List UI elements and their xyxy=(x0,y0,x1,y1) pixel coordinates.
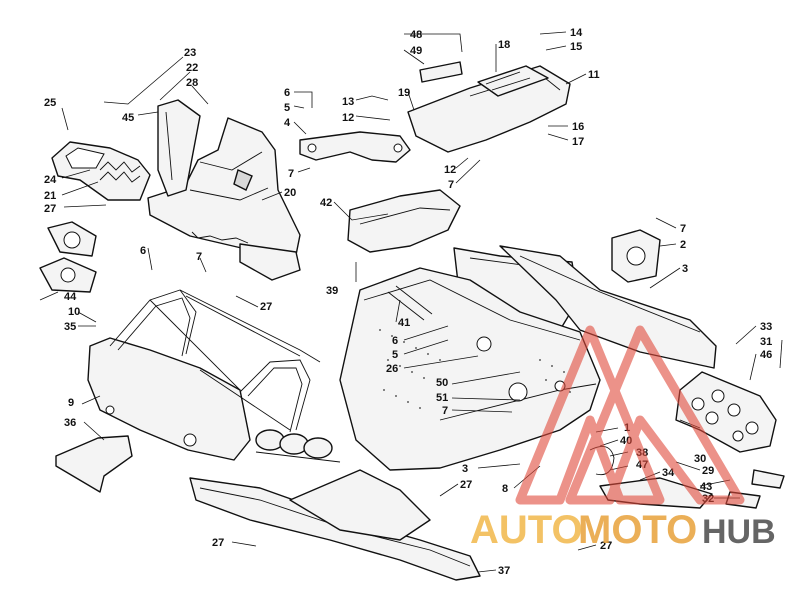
callout-48: 48 xyxy=(410,29,422,41)
callout-50: 50 xyxy=(436,377,448,389)
callout-15: 15 xyxy=(570,41,582,53)
callout-20: 20 xyxy=(284,187,296,199)
callout-41: 41 xyxy=(398,317,410,329)
watermark-triangle xyxy=(515,325,745,505)
callout-6a: 6 xyxy=(284,87,290,99)
callout-27c: 27 xyxy=(460,479,472,491)
watermark-moto: MOTO xyxy=(578,508,697,552)
callout-46: 46 xyxy=(760,349,772,361)
callout-26: 26 xyxy=(386,363,398,375)
leader-lines xyxy=(39,31,783,573)
callout-4: 4 xyxy=(284,117,291,129)
callout-37: 37 xyxy=(498,565,510,577)
callout-6b: 6 xyxy=(140,245,146,257)
callout-23: 23 xyxy=(184,47,196,59)
callout-27d: 27 xyxy=(212,537,224,549)
bracket-42 xyxy=(347,189,461,253)
handle-assembly xyxy=(51,141,151,201)
callout-17: 17 xyxy=(572,136,584,148)
callout-36: 36 xyxy=(64,417,76,429)
callout-5b: 5 xyxy=(392,349,398,361)
callout-13: 13 xyxy=(342,96,354,108)
callout-18: 18 xyxy=(498,39,510,51)
callout-24: 24 xyxy=(44,174,57,186)
front-frame xyxy=(87,289,341,463)
guard-36 xyxy=(55,435,133,493)
plate-44 xyxy=(39,221,97,293)
callout-9: 9 xyxy=(68,397,74,409)
callout-27b: 27 xyxy=(260,301,272,313)
callout-5a: 5 xyxy=(284,102,290,114)
watermark-auto: AUTO xyxy=(470,508,583,552)
bracket-22 xyxy=(157,99,201,197)
callout-14: 14 xyxy=(570,27,583,39)
callout-3b: 3 xyxy=(462,463,468,475)
callout-11: 11 xyxy=(588,69,600,81)
rear-plate-19 xyxy=(407,61,571,153)
callout-21: 21 xyxy=(44,190,56,202)
callout-7c: 7 xyxy=(680,223,686,235)
watermark-hub: HUB xyxy=(702,513,776,551)
callout-35: 35 xyxy=(64,321,76,333)
callout-30: 30 xyxy=(694,453,706,465)
callout-12a: 12 xyxy=(342,112,354,124)
watermark-logo: AUTO MOTO HUB xyxy=(470,325,776,552)
callout-7d: 7 xyxy=(196,251,202,263)
callout-27e: 27 xyxy=(600,540,612,552)
callout-45: 45 xyxy=(122,112,134,124)
callout-3a: 3 xyxy=(682,263,688,275)
hinge-bracket xyxy=(299,131,411,163)
callout-44: 44 xyxy=(64,291,77,303)
callout-28: 28 xyxy=(186,77,198,89)
callout-19: 19 xyxy=(398,87,410,99)
main-chassis xyxy=(189,245,717,581)
callout-22: 22 xyxy=(186,62,198,74)
callout-42: 42 xyxy=(320,197,332,209)
callout-25: 25 xyxy=(44,97,56,109)
callout-6c: 6 xyxy=(392,335,398,347)
callout-34: 34 xyxy=(662,467,675,479)
callout-27a: 27 xyxy=(44,203,56,215)
nose-cowl xyxy=(147,117,301,281)
callout-7a: 7 xyxy=(288,168,294,180)
callout-12b: 12 xyxy=(444,164,456,176)
callout-7e: 7 xyxy=(442,405,448,417)
callout-31: 31 xyxy=(760,336,772,348)
callout-43: 43 xyxy=(700,481,712,493)
plate-2 xyxy=(611,229,661,283)
callout-7b: 7 xyxy=(448,179,454,191)
callout-10: 10 xyxy=(68,306,80,318)
callout-8: 8 xyxy=(502,483,508,495)
callout-51: 51 xyxy=(436,392,448,404)
callout-2: 2 xyxy=(680,239,686,251)
callout-49: 49 xyxy=(410,45,422,57)
callouts: 23 22 28 25 45 24 21 27 20 6 5 4 7 13 12… xyxy=(44,27,772,577)
callout-33: 33 xyxy=(760,321,772,333)
callout-29: 29 xyxy=(702,465,714,477)
callout-16: 16 xyxy=(572,121,584,133)
callout-39: 39 xyxy=(326,285,338,297)
